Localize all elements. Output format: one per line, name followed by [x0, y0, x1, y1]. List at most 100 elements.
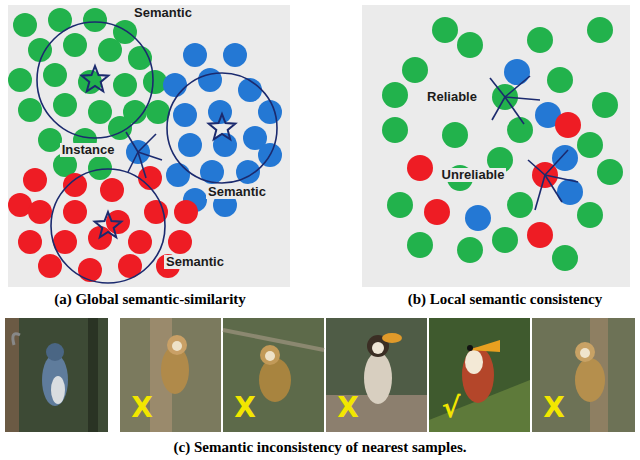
- judgement-mark: X: [131, 392, 153, 424]
- sample-dot: [63, 33, 87, 57]
- sample-dot: [63, 173, 87, 197]
- sample-dot: [504, 59, 530, 85]
- sample-dots: [8, 8, 623, 282]
- centroid-star: [209, 114, 236, 139]
- sample-dot: [507, 192, 533, 218]
- cluster-ring: [51, 169, 165, 283]
- sample-dot: [527, 27, 553, 53]
- sample-dot: [78, 258, 102, 282]
- judgement-mark: X: [543, 392, 565, 424]
- sample-dot: [43, 63, 67, 87]
- cluster-marks: [37, 22, 578, 283]
- region-label: Unreliable: [440, 168, 507, 183]
- sample-dot: [547, 67, 573, 93]
- region-label: Semantic: [206, 185, 268, 200]
- neighbor-line: [505, 76, 530, 97]
- sample-dot: [597, 159, 623, 185]
- sample-dot: [183, 43, 207, 67]
- sample-dot: [258, 100, 282, 124]
- sample-dot: [88, 100, 112, 124]
- sample-dot: [168, 230, 192, 254]
- photo-bird: [5, 318, 108, 432]
- sample-dot: [457, 237, 483, 263]
- sample-dot: [577, 202, 603, 228]
- sample-dot: [113, 73, 137, 97]
- region-label: Reliable: [425, 90, 479, 105]
- sample-dot: [424, 199, 450, 225]
- centroid-star: [95, 212, 122, 237]
- sample-dot: [402, 57, 428, 83]
- neighbor-line: [545, 175, 578, 182]
- sample-dot: [146, 100, 170, 124]
- sample-dot: [432, 17, 458, 43]
- cluster-ring: [37, 22, 153, 138]
- neighbor-line: [490, 78, 505, 97]
- sample-dot: [587, 17, 613, 43]
- sample-dot: [198, 68, 222, 92]
- neighbor-line: [126, 132, 138, 152]
- sample-dot: [38, 128, 62, 152]
- sample-dot: [407, 232, 433, 258]
- region-label: Instance: [60, 143, 117, 158]
- neighbor-line: [505, 97, 524, 124]
- centroid-star: [82, 66, 109, 91]
- judgement-mark: X: [234, 392, 256, 424]
- sample-dot: [173, 103, 197, 127]
- sample-dot: [552, 145, 578, 171]
- neighbor-line: [545, 150, 568, 175]
- sample-dot: [382, 117, 408, 143]
- photo-monkey: [326, 318, 427, 432]
- region-label: Semantic: [132, 6, 194, 21]
- sample-dot: [38, 254, 62, 278]
- sample-dot: [8, 68, 32, 92]
- sample-dot: [53, 93, 77, 117]
- sample-dot: [100, 178, 124, 202]
- sample-dot: [174, 200, 198, 224]
- sample-dot: [166, 163, 190, 187]
- sample-dot: [552, 245, 578, 271]
- sample-dot: [465, 205, 491, 231]
- sample-dot: [18, 230, 42, 254]
- panel-caption: (a) Global semantic-similarity: [54, 291, 246, 308]
- sample-dot: [178, 133, 202, 157]
- sample-dot: [507, 117, 533, 143]
- sample-dot: [63, 200, 87, 224]
- sample-dot: [223, 43, 247, 67]
- sample-dot: [98, 38, 122, 62]
- sample-dot: [592, 92, 618, 118]
- sample-dot: [18, 98, 42, 122]
- sample-dot: [88, 156, 112, 180]
- neighbor-line: [505, 97, 540, 100]
- photo-monkey: [120, 318, 221, 432]
- sample-dot: [13, 13, 37, 37]
- neighbor-line: [492, 97, 505, 120]
- sample-dot: [128, 230, 152, 254]
- neighbor-line: [138, 134, 156, 152]
- photo-monkey: [532, 318, 635, 432]
- neighbor-line: [545, 175, 562, 202]
- judgement-mark: X: [337, 392, 359, 424]
- sample-dot: [577, 132, 603, 158]
- sample-dot: [163, 73, 187, 97]
- panel-caption: (c) Semantic inconsistency of nearest sa…: [173, 439, 466, 456]
- panel-ground: [8, 5, 290, 287]
- photo-monkey: [223, 318, 324, 432]
- neighbor-line: [138, 152, 162, 160]
- sample-dot: [442, 122, 468, 148]
- sample-dot: [387, 192, 413, 218]
- cluster-ring: [167, 73, 277, 183]
- sample-dot: [28, 38, 52, 62]
- sample-dot: [527, 222, 553, 248]
- sample-dot: [382, 82, 408, 108]
- sample-dot: [83, 8, 107, 32]
- neighbor-line: [535, 175, 545, 210]
- sample-dot: [238, 78, 262, 102]
- sample-dot: [555, 112, 581, 138]
- sample-dot: [457, 32, 483, 58]
- sample-dot: [407, 155, 433, 181]
- photo-toucan: [429, 318, 530, 432]
- neighbor-line: [528, 160, 545, 175]
- judgement-mark: √: [442, 392, 461, 424]
- panel-ground: [362, 5, 630, 287]
- panel-caption: (b) Local semantic consistency: [408, 291, 603, 308]
